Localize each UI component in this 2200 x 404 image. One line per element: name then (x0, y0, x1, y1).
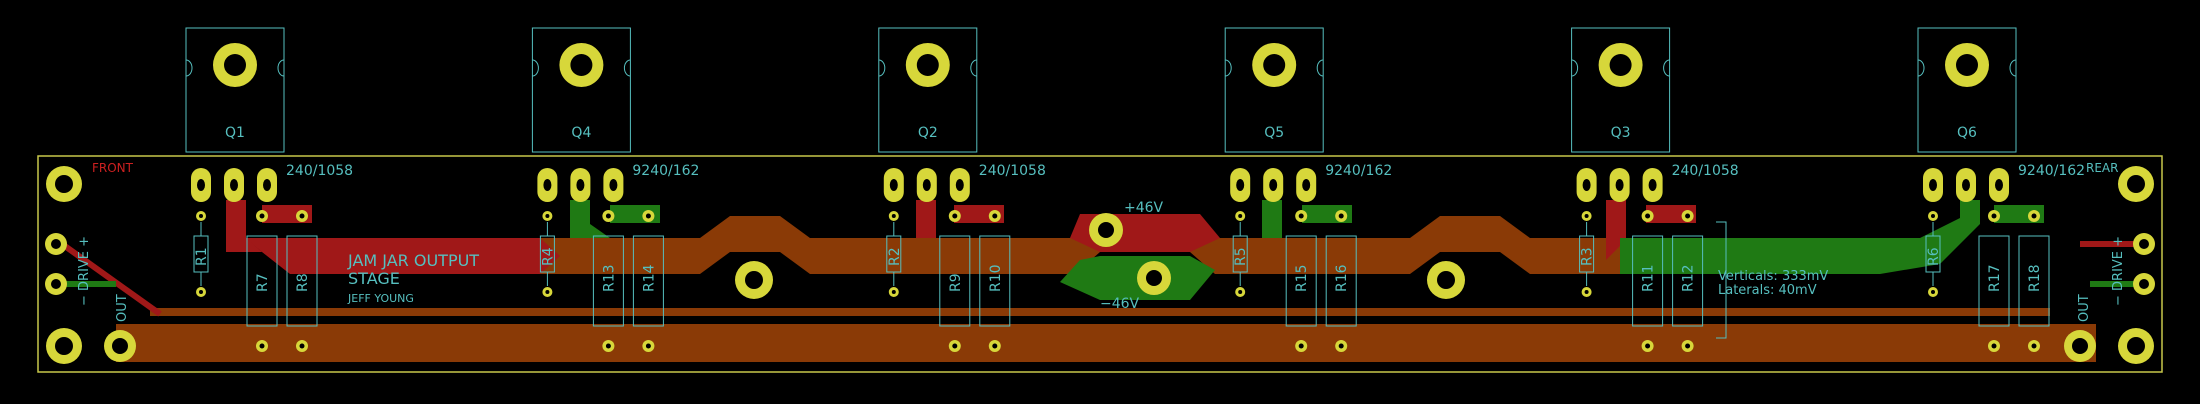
output-bus-trace (116, 324, 2096, 362)
board-title-line2: STAGE (348, 269, 400, 288)
resistor-r10: R10 (979, 210, 1011, 352)
front-copper-left (245, 238, 560, 274)
resistor-ref: R9 (948, 273, 964, 292)
resistor-ref: R7 (255, 273, 271, 292)
transistor-ref: Q4 (571, 125, 591, 141)
resistor-ref: R5 (1233, 247, 1249, 266)
resistor-r15: R15 (1285, 210, 1317, 352)
negative-rail-label: −46V (1100, 296, 1140, 312)
transistor-outline (1571, 27, 1671, 153)
front-copper-q1 (226, 200, 262, 252)
transistor-outline (185, 27, 285, 153)
resistor-r17: R17 (1978, 210, 2010, 352)
transistor-part-number: 9240/162 (2018, 163, 2085, 179)
transistor-part-number: 240/1058 (979, 163, 1046, 179)
resistor-ref: R3 (1580, 247, 1596, 266)
transistor-part-number: 240/1058 (286, 163, 353, 179)
resistor-r2: R2 (886, 211, 903, 297)
drive-trace-left (60, 241, 162, 317)
transistor-ref: Q5 (1264, 125, 1284, 141)
resistor-ref: R12 (1681, 264, 1697, 292)
positive-rail-label: +46V (1124, 200, 1164, 216)
resistor-r8: R8 (286, 210, 318, 352)
board-author: JEFF YOUNG (347, 292, 414, 305)
resistor-r11: R11 (1632, 210, 1664, 352)
front-copper-q2 (916, 200, 936, 238)
verticals-note: Verticals: 333mV (1718, 269, 1828, 284)
resistor-ref: R1 (194, 247, 210, 266)
right-out-label: OUT (2077, 294, 2092, 322)
transistor-q4: Q4 9240/162 (531, 27, 699, 202)
back-copper-q5 (1262, 200, 1282, 238)
emitter-bus-trace (540, 216, 1620, 274)
transistor-q6: Q6 9240/162 (1917, 27, 2085, 202)
back-copper-right (1620, 200, 1980, 274)
resistor-ref: R8 (295, 273, 311, 292)
mounting-holes (45, 166, 2155, 364)
transistor-ref: Q6 (1957, 125, 1977, 141)
transistor-outline (531, 27, 631, 153)
resistor-r12: R12 (1672, 210, 1704, 352)
resistor-ref: R17 (1987, 264, 2003, 292)
transistor-outline (1224, 27, 1324, 153)
transistor-ref: Q1 (225, 125, 245, 141)
resistor-ref: R2 (887, 247, 903, 266)
resistor-r13: R13 (592, 210, 624, 352)
transistor-q3: Q3 240/1058 (1571, 27, 1739, 202)
resistor-ref: R6 (1926, 247, 1942, 266)
board-outline (37, 155, 2163, 373)
transistor-outline (878, 27, 978, 153)
resistor-ref: R15 (1294, 264, 1310, 292)
note-bracket (1716, 221, 1727, 339)
left-drive-label: − DRIVE + (77, 236, 92, 306)
right-drive-label: − DRIVE + (2111, 236, 2126, 306)
transistor-q2: Q2 240/1058 (878, 27, 1046, 202)
resistor-r5: R5 (1232, 211, 1249, 297)
resistor-r1: R1 (193, 211, 210, 297)
transistor-q1: Q1 240/1058 (185, 27, 353, 202)
transistor-ref: Q2 (918, 125, 938, 141)
back-copper-q4 (570, 200, 610, 238)
resistor-r16: R16 (1325, 210, 1357, 352)
transistor-part-number: 240/1058 (1672, 163, 1739, 179)
resistor-ref: R18 (2027, 264, 2043, 292)
bias-trace (150, 308, 2050, 316)
left-out-label: OUT (115, 294, 130, 322)
resistor-ref: R10 (988, 264, 1004, 292)
resistor-ref: R14 (641, 264, 657, 292)
resistor-r9: R9 (939, 210, 971, 352)
resistor-r3: R3 (1579, 211, 1596, 297)
front-label: FRONT (92, 161, 134, 175)
transistor-part-number: 9240/162 (632, 163, 699, 179)
transistor-part-number: 9240/162 (1325, 163, 1392, 179)
resistor-r4: R4 (539, 211, 556, 297)
resistor-ref: R11 (1641, 264, 1657, 292)
resistor-ref: R16 (1334, 264, 1350, 292)
resistor-r14: R14 (632, 210, 664, 352)
transistor-q5: Q5 9240/162 (1224, 27, 1392, 202)
transistor-ref: Q3 (1611, 125, 1631, 141)
resistor-r7: R7 (246, 210, 278, 352)
resistor-ref: R13 (601, 264, 617, 292)
resistor-ref: R4 (540, 247, 556, 266)
resistor-r6: R6 (1925, 211, 1942, 297)
resistor-r18: R18 (2018, 210, 2050, 352)
transistor-outline (1917, 27, 2017, 153)
laterals-note: Laterals: 40mV (1718, 283, 1817, 298)
rear-label: REAR (2086, 161, 2118, 175)
board-title-line1: JAM JAR OUTPUT (347, 251, 479, 270)
